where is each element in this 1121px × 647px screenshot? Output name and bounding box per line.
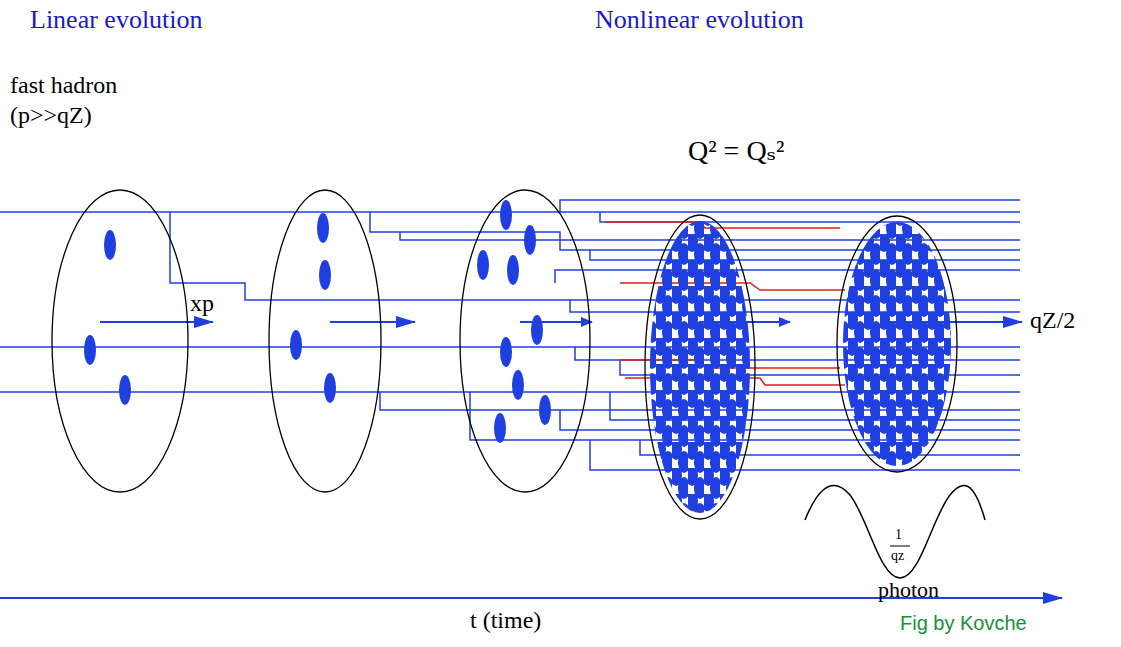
section-heading: Linear evolution [30, 6, 203, 35]
saturation-scale: Q² = Qₛ² [688, 136, 784, 167]
dilute-partons [84, 200, 551, 443]
fraction-denominator: qz [891, 548, 904, 563]
photon-wave [805, 486, 985, 578]
axis-label: t (time) [470, 607, 541, 633]
momentum-label: xp [190, 290, 214, 316]
saturated-partons [835, 215, 960, 475]
fraction-bar [890, 546, 910, 547]
fraction-numerator: 1 [895, 527, 902, 542]
photon-label: photon [878, 578, 939, 602]
momentum-label: qZ/2 [1030, 307, 1075, 333]
hadron-ellipses [52, 190, 957, 519]
hadron-condition: (p>>qZ) [10, 102, 92, 128]
section-heading: Nonlinear evolution [595, 6, 804, 35]
figure-credit: Fig by Kovche [900, 612, 1027, 634]
hadron-label: fast hadron [10, 72, 117, 98]
saturated-partons [640, 215, 760, 520]
